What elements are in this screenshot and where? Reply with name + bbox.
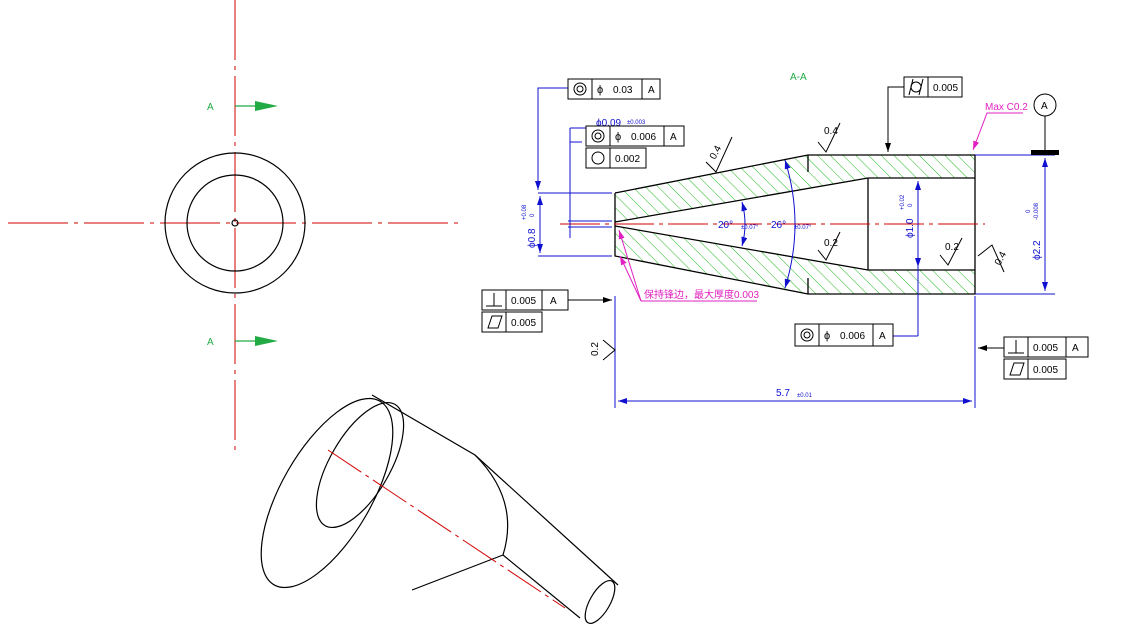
fcf-small-value: 0.006 [631,132,656,143]
section-marker-bottom: A [207,337,214,348]
datum-a: A [1031,93,1059,155]
hatch-upper [615,155,975,222]
outer-circle [164,152,306,294]
roughness-symbol-5 [977,244,1005,273]
roughness-label-4: 0.2 [945,242,959,253]
fcf-concentricity-top: ϕ 0.03 A [567,78,661,100]
dim-d1-tol-top: +0.02 [900,194,906,210]
fcf-bore-dia: ϕ [824,330,830,342]
section-marker-top: A [207,102,214,113]
dim-d09-value: ϕ0.09 [596,118,622,129]
fcf-circularity-value: 0.002 [615,154,640,165]
iso-outline [371,394,619,619]
fcf-top-value: 0.03 [613,85,633,96]
dim-d1-value: ϕ1.0 [905,218,916,238]
fcf-flat-right-value: 0.005 [1033,365,1058,376]
dim-d22-value: ϕ2.2 [1032,240,1043,260]
dim-d22-tol-top: 0 [1026,209,1032,213]
fcf-concentricity-small: ϕ 0.006 A [585,125,685,147]
dim-d08-value: ϕ0.8 [527,228,538,248]
angle-right-tol: ±0.07° [794,225,812,231]
angle-arc-26 [784,159,796,289]
fcf-cylindricity: 0.005 [903,76,963,98]
roughness-label-6: 0.2 [590,342,601,356]
dim-length-tol: ±0.01 [797,393,813,399]
fcf-perp-right-value: 0.005 [1033,343,1058,354]
fcf-top-dia: ϕ [597,84,603,96]
angle-right-label: 26° [771,220,786,231]
fcf-flat-right: 0.005 [1003,358,1067,380]
iso-bore [315,401,405,529]
iso-tip [584,580,616,624]
angle-left-tol: ±0.07° [741,225,759,231]
dim-d08-tol-top: +0.08 [522,204,528,220]
roughness-symbols [602,122,1005,361]
fcf-perp-right-datum: A [1072,343,1079,354]
dim-d22: ϕ2.2 0 -0.008 [975,154,1055,295]
section-arrow-top [235,101,278,111]
angle-arc-20 [741,201,748,247]
section-view: A-A 20° ±0.07° 26° ±0.07° ϕ2.2 0 [522,72,1059,408]
front-view: A A [8,0,462,452]
fcf-bore-datum: A [879,331,886,342]
fcf-circularity: 0.002 [585,147,647,169]
fcf-small-datum: A [670,132,677,143]
isometric-view [260,394,619,624]
section-title: A-A [790,72,807,83]
roughness-label-2: 0.4 [824,126,838,137]
fcf-top-datum: A [648,85,655,96]
dim-d1-tol-bottom: 0 [908,203,914,207]
fcf-cylindricity-value: 0.005 [933,83,958,94]
roughness-symbol-3 [817,231,841,261]
dim-d1: ϕ1.0 +0.02 0 [900,181,921,336]
roughness-symbol-4 [939,237,963,266]
chamfer-note-text: Max C0.2 [985,102,1028,113]
fcf-flat-left-value: 0.005 [511,318,536,329]
roughness-symbol-2 [817,122,841,153]
dim-d08-tol-bottom: 0 [530,213,536,217]
roughness-label-3: 0.2 [824,238,838,249]
iso-outer-end [260,397,394,589]
inner-circle [186,174,284,272]
edge-note-text: 保持锋边，最大厚度0.003 [644,288,759,301]
chamfer-note: Max C0.2 [972,102,1028,151]
dim-length-value: 5.7 [776,388,790,399]
center-hole [231,219,239,227]
edge-note: 保持锋边，最大厚度0.003 [618,229,759,302]
angle-left-label: 20° [718,220,733,231]
fcf-perp-right: 0.005 A [1003,336,1089,358]
fcf-perp-left: 0.005 A [481,289,569,311]
fcf-perp-left-datum: A [550,296,557,307]
dim-d08: ϕ0.8 +0.08 0 [522,192,612,257]
section-arrow-bottom [235,336,278,346]
fcf-concentricity-bore: ϕ 0.006 A [794,323,894,347]
roughness-symbol-6 [602,339,616,361]
fcf-bore-value: 0.006 [840,331,865,342]
dim-d22-tol-bottom: -0.008 [1034,202,1040,220]
fcf-small-dia: ϕ [615,131,621,143]
fcf-perp-left-value: 0.005 [511,296,536,307]
iso-axis [327,449,566,609]
hatch-lower [615,226,975,294]
dim-length: 5.7 ±0.01 [614,296,976,408]
datum-a-label: A [1041,101,1048,112]
roughness-symbol-1 [705,136,733,173]
iso-shoulder [474,454,509,556]
dim-d09-tol: ±0.003 [627,120,646,126]
fcf-flat-left: 0.005 [481,311,543,333]
